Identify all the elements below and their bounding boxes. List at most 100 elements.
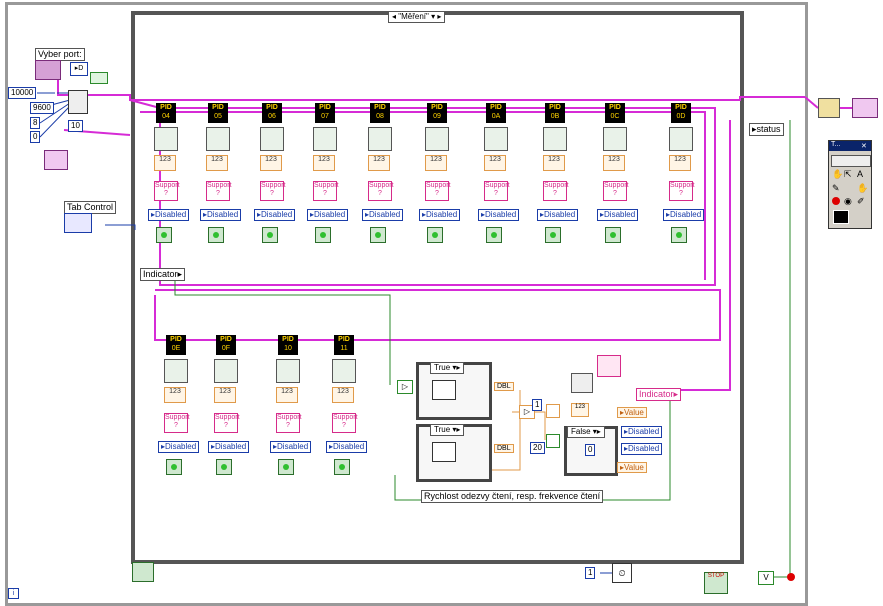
visa-icon: ▸D bbox=[70, 62, 88, 76]
pid-disabled-label: Disabled bbox=[165, 442, 197, 451]
speed-label: Rychlost odezvy čtení, resp. frekvence č… bbox=[421, 490, 604, 503]
case-prev-icon[interactable]: ◂ bbox=[392, 12, 397, 21]
pid-disabled-node: ▸Disabled bbox=[597, 209, 639, 221]
pid-numeric-node: 123 bbox=[164, 387, 186, 403]
pid-disabled-label: Disabled bbox=[485, 210, 517, 219]
palette-probe-icon[interactable]: ◉ bbox=[844, 196, 852, 206]
value-node-1: ▸Value bbox=[617, 407, 647, 418]
pid-graph-node bbox=[164, 359, 188, 383]
case-selector[interactable]: ◂ "Měření" ▾ ▸ bbox=[388, 11, 446, 23]
pid-led-indicator bbox=[605, 227, 621, 243]
pid-support-node: Support ? bbox=[276, 413, 302, 433]
palette-auto-tool[interactable] bbox=[831, 155, 871, 167]
case-dropdown-icon[interactable]: ▾ bbox=[431, 12, 436, 21]
palette-close-icon[interactable]: ✕ bbox=[861, 143, 867, 150]
palette-color-icon[interactable]: ✐ bbox=[857, 196, 865, 206]
bits-constant[interactable]: 8 bbox=[30, 117, 41, 129]
visa-close-right-icon bbox=[852, 98, 878, 118]
constant-zero[interactable]: 0 bbox=[585, 444, 596, 456]
pid-code: 0D bbox=[676, 113, 686, 120]
pid-disabled-node: ▸Disabled bbox=[208, 441, 250, 453]
case-false-selector[interactable]: False ▾▸ bbox=[567, 426, 605, 438]
baud-constant[interactable]: 9600 bbox=[30, 102, 54, 114]
pid-support-node: Support ? bbox=[164, 413, 190, 433]
pid-disabled-label: Disabled bbox=[215, 442, 247, 451]
constant-one-bottom[interactable]: 1 bbox=[585, 567, 596, 579]
stop-terminal-icon bbox=[787, 573, 795, 581]
pid-graph-node bbox=[260, 127, 284, 151]
pid-disabled-node: ▸Disabled bbox=[254, 209, 296, 221]
serial-config-node[interactable] bbox=[68, 90, 88, 114]
visa-close-icon bbox=[44, 150, 68, 170]
pid-disabled-node: ▸Disabled bbox=[663, 209, 705, 221]
palette-operate-icon[interactable]: ✋ bbox=[832, 169, 844, 179]
pid-code: 0F bbox=[221, 345, 231, 352]
pid-id: PID bbox=[374, 104, 386, 111]
palette-wire-icon[interactable]: ✎ bbox=[832, 183, 840, 193]
parity-constant[interactable]: 0 bbox=[30, 131, 41, 143]
pid-code: 11 bbox=[340, 345, 348, 352]
pid-numeric-node: 123 bbox=[276, 387, 298, 403]
dbl-bottom: DBL bbox=[494, 444, 514, 453]
case-true-bottom-selector[interactable]: True ▾▸ bbox=[430, 424, 465, 436]
pid-code: 0C bbox=[610, 113, 620, 120]
palette-scroll-icon[interactable]: ✋ bbox=[857, 183, 869, 193]
pid-id: PID bbox=[675, 104, 687, 111]
pid-id: PID bbox=[160, 104, 172, 111]
cluster-icon bbox=[597, 355, 621, 377]
pid-led-indicator bbox=[671, 227, 687, 243]
bytes-constant[interactable]: 10 bbox=[68, 120, 83, 132]
pid-header: PID 08 bbox=[370, 103, 390, 123]
pid-numeric-node: 123 bbox=[603, 155, 625, 171]
pid-disabled-label: Disabled bbox=[426, 210, 458, 219]
or-node: V bbox=[758, 571, 774, 585]
pid-numeric-node: 123 bbox=[368, 155, 390, 171]
stop-button[interactable]: STOP bbox=[704, 572, 728, 594]
pid-code: 10 bbox=[284, 345, 292, 352]
tools-palette[interactable]: T... ✕ ✋ ⇱ A ✎ ✋ ◉ ✐ bbox=[828, 140, 872, 229]
pid-graph-node bbox=[603, 127, 627, 151]
pid-led-indicator bbox=[262, 227, 278, 243]
pid-led-indicator bbox=[545, 227, 561, 243]
palette-position-icon[interactable]: ⇱ bbox=[844, 169, 852, 179]
timeout-constant[interactable]: 10000 bbox=[8, 87, 37, 99]
disabled-node-1: ▸Disabled bbox=[621, 426, 663, 438]
pid-disabled-node: ▸Disabled bbox=[307, 209, 349, 221]
pid-id: PID bbox=[609, 104, 621, 111]
case-true-top-selector[interactable]: True ▾▸ bbox=[430, 362, 465, 374]
add-node: ▷ bbox=[519, 405, 535, 419]
pid-code: 0E bbox=[171, 345, 181, 352]
pid-disabled-label: Disabled bbox=[261, 210, 293, 219]
palette-text-icon[interactable]: A bbox=[857, 169, 864, 179]
pid-graph-node bbox=[206, 127, 230, 151]
palette-breakpoint-icon[interactable] bbox=[832, 197, 840, 205]
indicator-right: Indicator▸ bbox=[636, 388, 682, 401]
pid-support-node: Support ? bbox=[425, 181, 451, 201]
pid-led-indicator bbox=[334, 459, 350, 475]
pid-support-node: Support ? bbox=[206, 181, 232, 201]
pid-graph-node bbox=[368, 127, 392, 151]
pid-disabled-label: Disabled bbox=[333, 442, 365, 451]
pid-led-indicator bbox=[208, 227, 224, 243]
pid-header: PID 0C bbox=[605, 103, 625, 123]
visa-resource-control[interactable] bbox=[35, 60, 61, 80]
palette-color-box[interactable] bbox=[833, 210, 849, 224]
pid-led-indicator bbox=[156, 227, 172, 243]
constant-one[interactable]: 1 bbox=[532, 399, 543, 411]
case-next-icon[interactable]: ▸ bbox=[437, 12, 442, 21]
pid-id: PID bbox=[549, 104, 561, 111]
while-loop[interactable] bbox=[5, 2, 808, 606]
constant-twenty[interactable]: 20 bbox=[530, 442, 545, 454]
case-true-bottom-node bbox=[432, 442, 456, 462]
pid-disabled-label: Disabled bbox=[207, 210, 239, 219]
pid-support-node: Support ? bbox=[603, 181, 629, 201]
tab-control-terminal[interactable] bbox=[64, 213, 92, 233]
pid-disabled-node: ▸Disabled bbox=[148, 209, 190, 221]
pid-code: 08 bbox=[376, 113, 384, 120]
config-icon bbox=[90, 72, 108, 84]
